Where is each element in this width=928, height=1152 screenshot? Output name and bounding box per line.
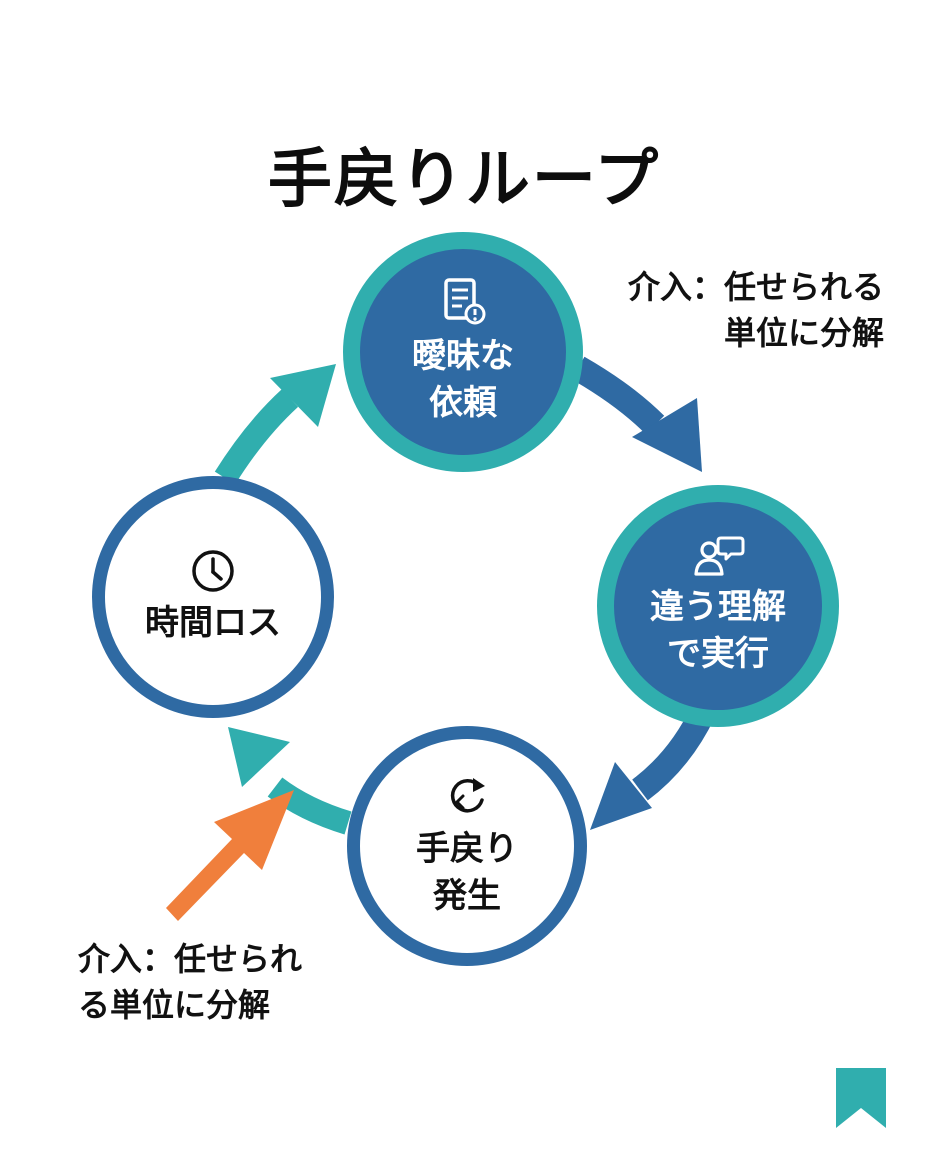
node-time-loss: 時間ロス: [92, 476, 334, 718]
arrow-rework-to-timeloss: [267, 777, 352, 835]
intervention-arrow: [166, 790, 294, 921]
node-ambiguous-request: 曖昧な 依頼: [343, 232, 583, 472]
node-label-ambiguous-request: 曖昧な 依頼: [412, 336, 514, 423]
arrow-timeloss-to-ambiguous: [214, 389, 299, 485]
document-alert-icon: [444, 278, 486, 325]
bookmark-icon: [836, 1068, 886, 1128]
arrowhead-misunderstanding-to-rework: [590, 762, 652, 830]
node-label-rework: 手戻り 発生: [416, 829, 518, 916]
clock-icon: [192, 549, 234, 592]
intervention-note-top: 介入：任せられる 単位に分解: [627, 268, 884, 352]
arrow-ambiguous-to-misunderstanding: [571, 356, 665, 435]
arrowhead-ambiguous-to-misunderstanding: [632, 398, 702, 472]
refresh-icon: [450, 778, 485, 813]
arrowhead-timeloss-to-ambiguous: [270, 364, 336, 427]
node-rework: 手戻り 発生: [347, 726, 587, 966]
page-title: 手戻りループ: [267, 143, 661, 217]
arrowhead-rework-to-timeloss: [228, 727, 290, 787]
node-label-misunderstanding: 違う理解 で実行: [650, 587, 786, 674]
intervention-note-bottom: 介入：任せられ る単位に分解: [78, 940, 303, 1024]
node-label-time-loss: 時間ロス: [145, 602, 281, 643]
node-misunderstanding: 違う理解 で実行: [597, 485, 839, 727]
people-chat-icon: [694, 536, 745, 576]
